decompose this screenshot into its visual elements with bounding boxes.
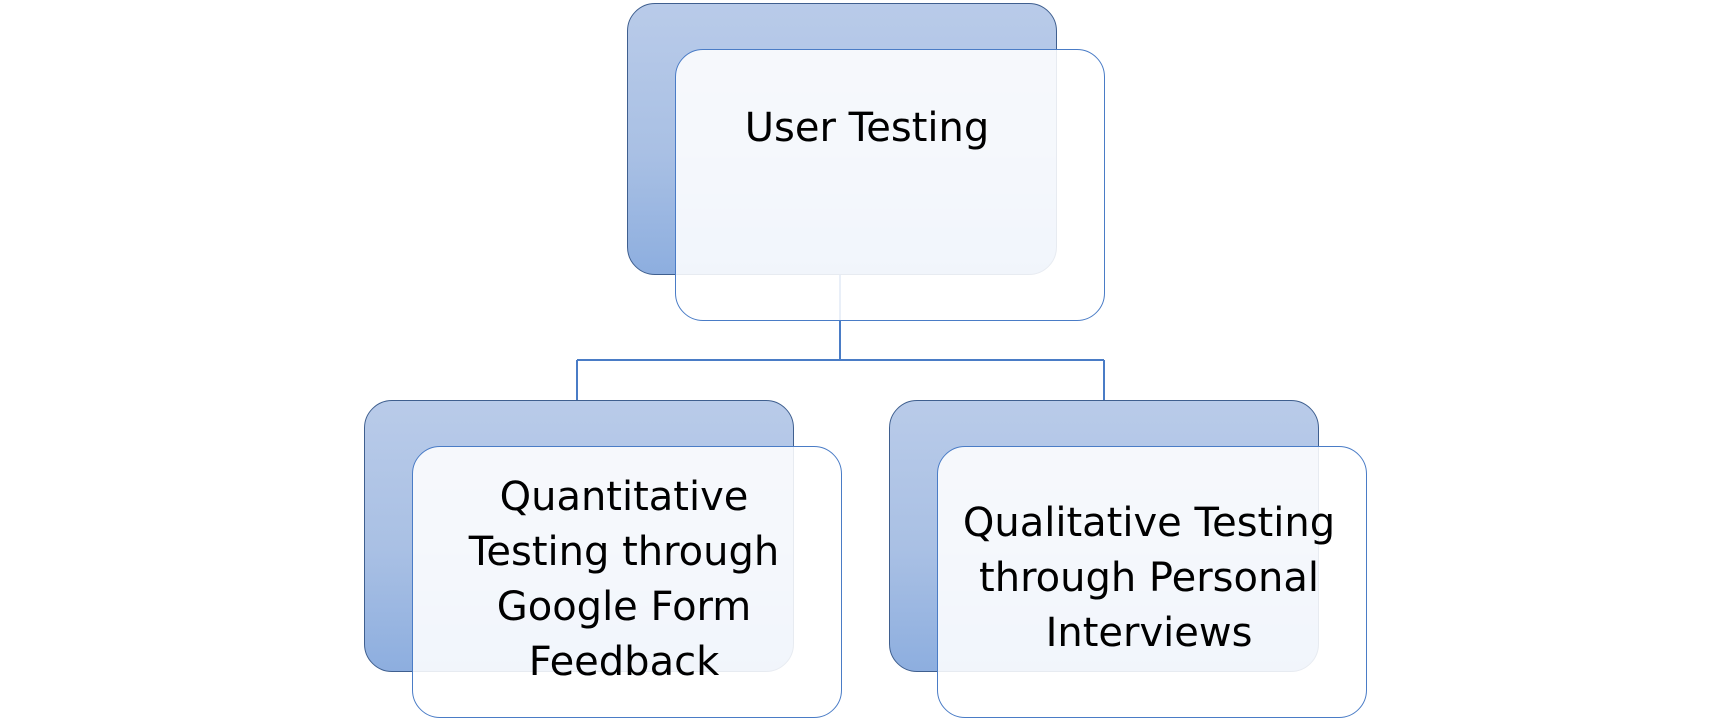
child-node-quantitative: Quantitative Testing through Google Form… [364, 400, 842, 718]
child-node-qualitative: Qualitative Testing through Personal Int… [889, 400, 1367, 718]
root-node-front-card [675, 49, 1105, 321]
child-node-quantitative-label: Quantitative Testing through Google Form… [468, 474, 780, 685]
root-node-label: User Testing [744, 104, 990, 151]
child-node-quantitative-front-card [412, 446, 842, 718]
child-node-qualitative-front-card [937, 446, 1367, 718]
root-node: User Testing [627, 3, 1105, 321]
child-node-qualitative-label: Qualitative Testing through Personal Int… [962, 499, 1336, 656]
